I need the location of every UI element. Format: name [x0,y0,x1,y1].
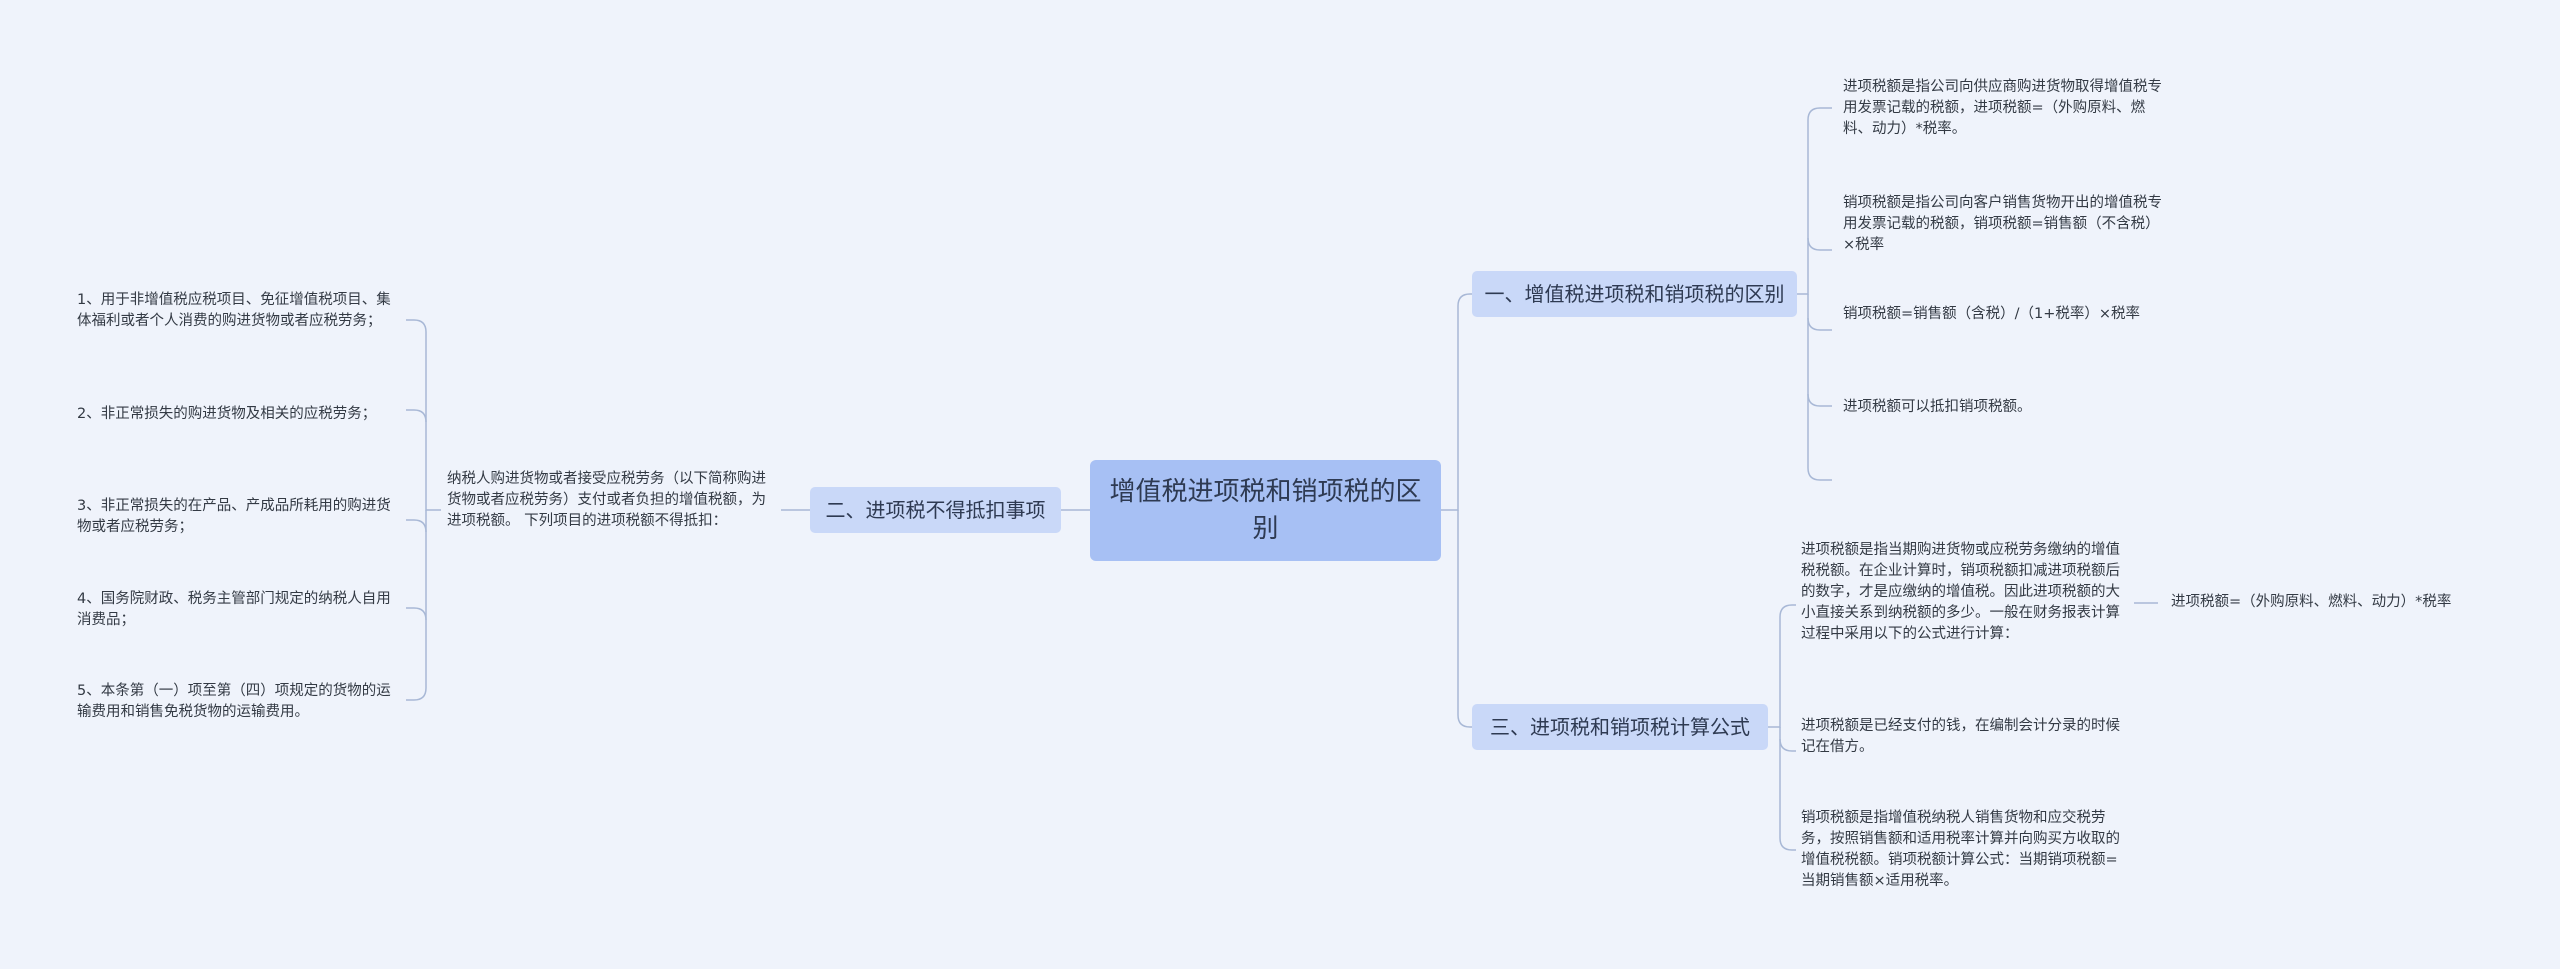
root-topic-label: 增值税进项税和销项税的区别 [1109,476,1422,544]
leaf-debit-note: 进项税额是已经支付的钱，在编制会计分录的时候记在借方。 [1801,718,2120,755]
leaf-input-tax-definition: 进项税额是指公司向供应商购进货物取得增值税专用发票记载的税额，进项税额=（外购原… [1843,79,2162,137]
branch-difference[interactable]: 一、增值税进项税和销项税的区别 [1472,271,1797,317]
leaf-item-2: 2、非正常损失的购进货物及相关的应税劳务； [77,406,377,422]
root-topic[interactable]: 增值税进项税和销项税的区别 [1090,460,1441,561]
leaf-input-tax-sub-formula: 进项税额=（外购原料、燃料、动力）*税率 [2171,594,2452,610]
leaf-item-1: 1、用于非增值税应税项目、免征增值税项目、集体福利或者个人消费的购进货物或者应税… [77,292,391,329]
leaf-deductible-note: 进项税额可以抵扣销项税额。 [1843,399,2032,415]
leaf-item-5: 5、本条第（一）项至第（四）项规定的货物的运输费用和销售免税货物的运输费用。 [77,683,391,720]
leaf-output-tax-calculation: 销项税额是指增值税纳税人销售货物和应交税劳务，按照销售额和适用税率计算并向购买方… [1801,810,2120,889]
leaf-item-3: 3、非正常损失的在产品、产成品所耗用的购进货物或者应税劳务； [77,498,391,535]
leaf-output-tax-formula: 销项税额=销售额（含税）/（1+税率）×税率 [1843,306,2141,322]
branch-non-deductible[interactable]: 二、进项税不得抵扣事项 [810,487,1061,533]
branch-difference-label: 一、增值税进项税和销项税的区别 [1484,282,1785,306]
leaf-output-tax-definition: 销项税额是指公司向客户销售货物开出的增值税专用发票记载的税额，销项税额=销售额（… [1843,195,2162,253]
branch-non-deductible-label: 二、进项税不得抵扣事项 [825,498,1046,522]
branch-formulas[interactable]: 三、进项税和销项税计算公式 [1472,704,1768,750]
leaf-item-4: 4、国务院财政、税务主管部门规定的纳税人自用消费品； [77,591,391,628]
leaf-input-tax-explanation: 进项税额是指当期购进货物或应税劳务缴纳的增值税税额。在企业计算时，销项税额扣减进… [1801,542,2120,642]
branch-formulas-label: 三、进项税和销项税计算公式 [1490,715,1750,739]
leaf-non-deductible-intro: 纳税人购进货物或者接受应税劳务（以下简称购进货物或者应税劳务）支付或者负担的增值… [447,471,766,529]
